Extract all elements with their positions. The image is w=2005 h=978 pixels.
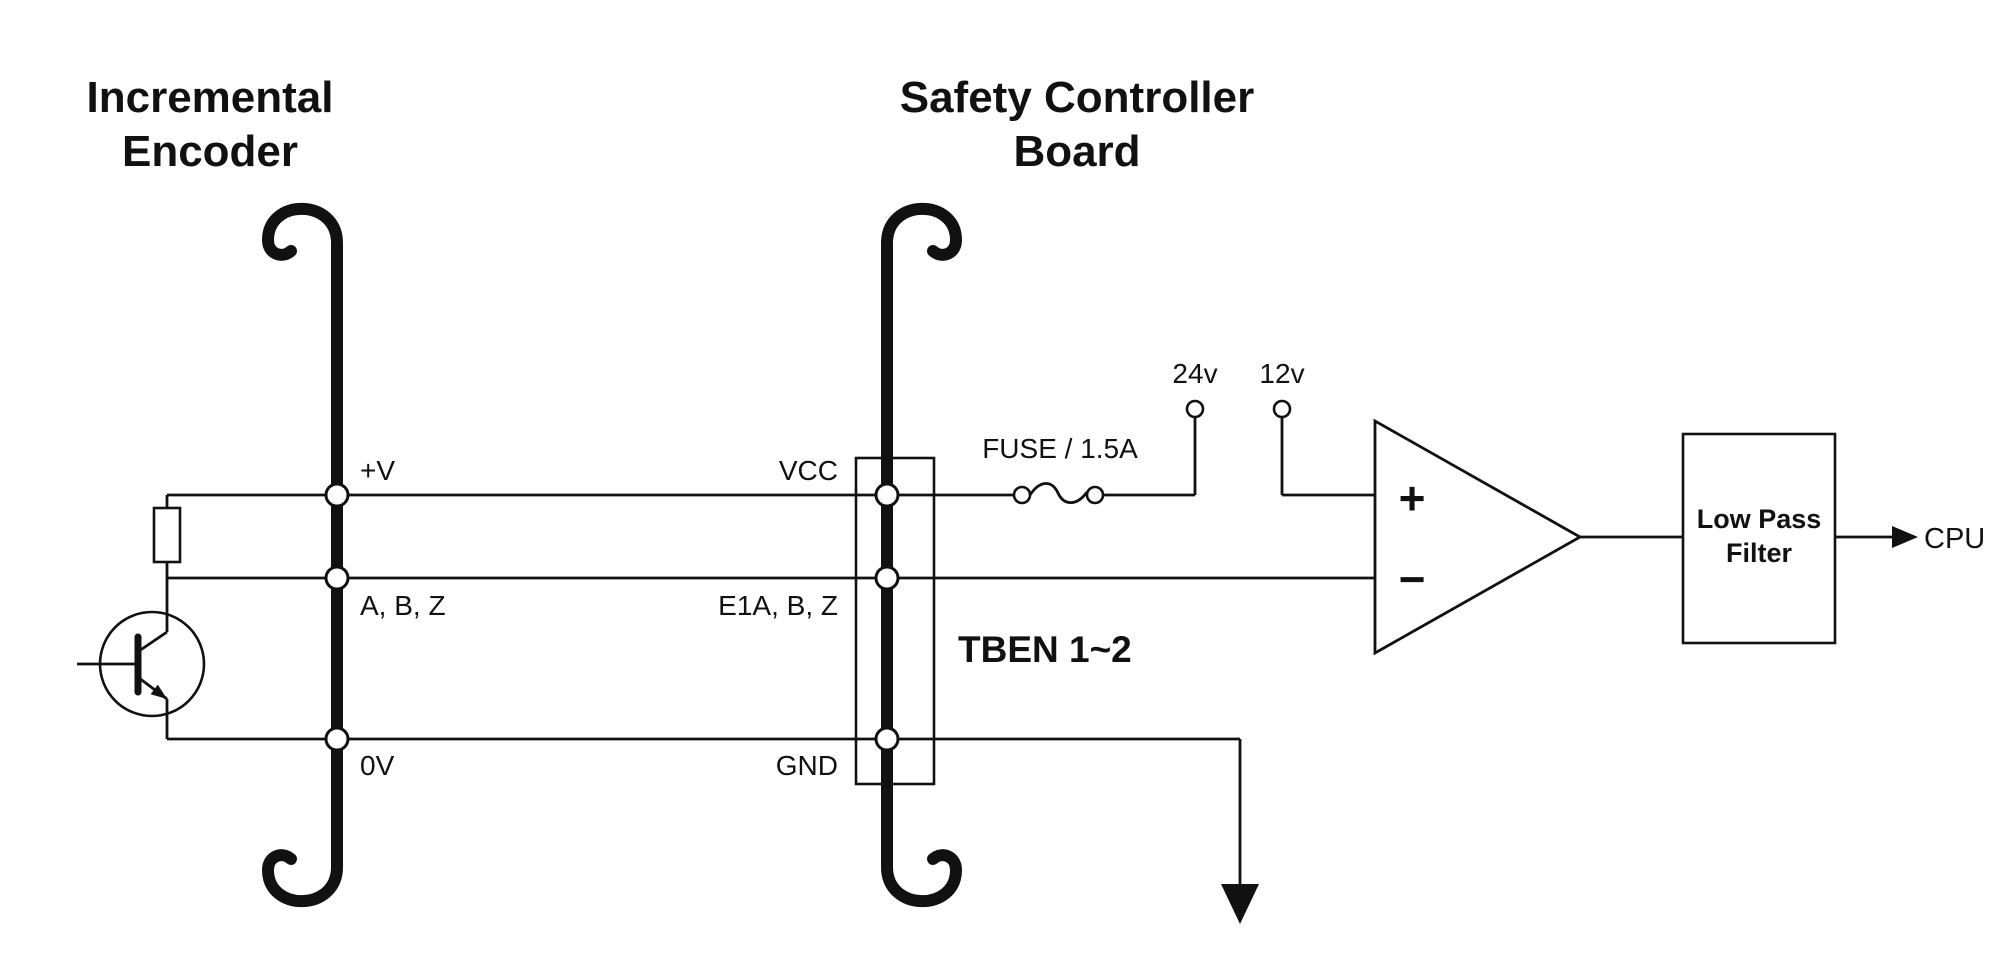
fuse-and-rails: FUSE / 1.5A 24v 12v bbox=[982, 358, 1375, 505]
vplus-label: +V bbox=[360, 455, 395, 486]
low-pass-filter-box bbox=[1681, 432, 1837, 645]
controller-cable-top-hook bbox=[881, 202, 963, 264]
controller-cable bbox=[881, 202, 963, 908]
tben-terminal-block bbox=[854, 456, 936, 786]
vcc-label: VCC bbox=[779, 455, 838, 486]
gnd-label: GND bbox=[776, 750, 838, 781]
encoder-title-line1: Incremental bbox=[87, 73, 334, 122]
cpu-output: CPU bbox=[1835, 523, 1985, 555]
tben-label: TBEN 1~2 bbox=[958, 629, 1132, 670]
fuse-left-terminal bbox=[1012, 485, 1032, 505]
encoder-cable bbox=[261, 202, 343, 908]
terminal-vplus bbox=[324, 482, 350, 508]
cpu-label: CPU bbox=[1924, 523, 1985, 555]
pullup-resistor-icon bbox=[152, 506, 182, 564]
terminal-0v bbox=[324, 726, 350, 752]
low-pass-filter-label-line1: Low Pass bbox=[1697, 504, 1822, 534]
encoder-title-line2: Encoder bbox=[122, 127, 298, 176]
rail-12v-label: 12v bbox=[1259, 358, 1304, 389]
e1abz-label: E1A, B, Z bbox=[718, 590, 838, 621]
terminal-gnd bbox=[874, 726, 900, 752]
encoder-cable-top-hook bbox=[261, 202, 343, 264]
fuse-icon bbox=[1028, 482, 1089, 505]
cpu-arrow-icon bbox=[1892, 526, 1918, 548]
encoder-cable-bottom-hook bbox=[261, 846, 343, 908]
ground-arrow-icon bbox=[1221, 884, 1259, 924]
terminal-abz bbox=[324, 565, 350, 591]
controller-title-line1: Safety Controller bbox=[900, 73, 1255, 122]
terminal-e1abz bbox=[874, 565, 900, 591]
0v-label: 0V bbox=[360, 750, 395, 781]
controller-title-line2: Board bbox=[1013, 127, 1140, 176]
fuse-label: FUSE / 1.5A bbox=[982, 433, 1138, 464]
low-pass-filter-label-line2: Filter bbox=[1726, 538, 1793, 568]
terminal-24v bbox=[1185, 399, 1205, 419]
comparator-icon bbox=[1373, 418, 1583, 656]
comparator-plus-label: + bbox=[1399, 472, 1426, 524]
comparator: + − bbox=[1373, 418, 1683, 656]
transistor-collector-diagonal bbox=[138, 630, 168, 653]
wires bbox=[167, 493, 1375, 924]
controller-cable-bottom-hook bbox=[881, 846, 963, 908]
rail-24v-label: 24v bbox=[1172, 358, 1217, 389]
terminal-vcc bbox=[874, 482, 900, 508]
cable-terminals bbox=[324, 482, 900, 752]
low-pass-filter: Low Pass Filter bbox=[1681, 432, 1837, 645]
abz-label: A, B, Z bbox=[360, 590, 446, 621]
comparator-minus-label: − bbox=[1399, 553, 1426, 605]
transistor-emitter-arrow-icon bbox=[150, 684, 167, 699]
terminal-12v bbox=[1272, 399, 1292, 419]
encoder-output-circuit bbox=[77, 495, 206, 739]
fuse-right-terminal bbox=[1085, 485, 1105, 505]
